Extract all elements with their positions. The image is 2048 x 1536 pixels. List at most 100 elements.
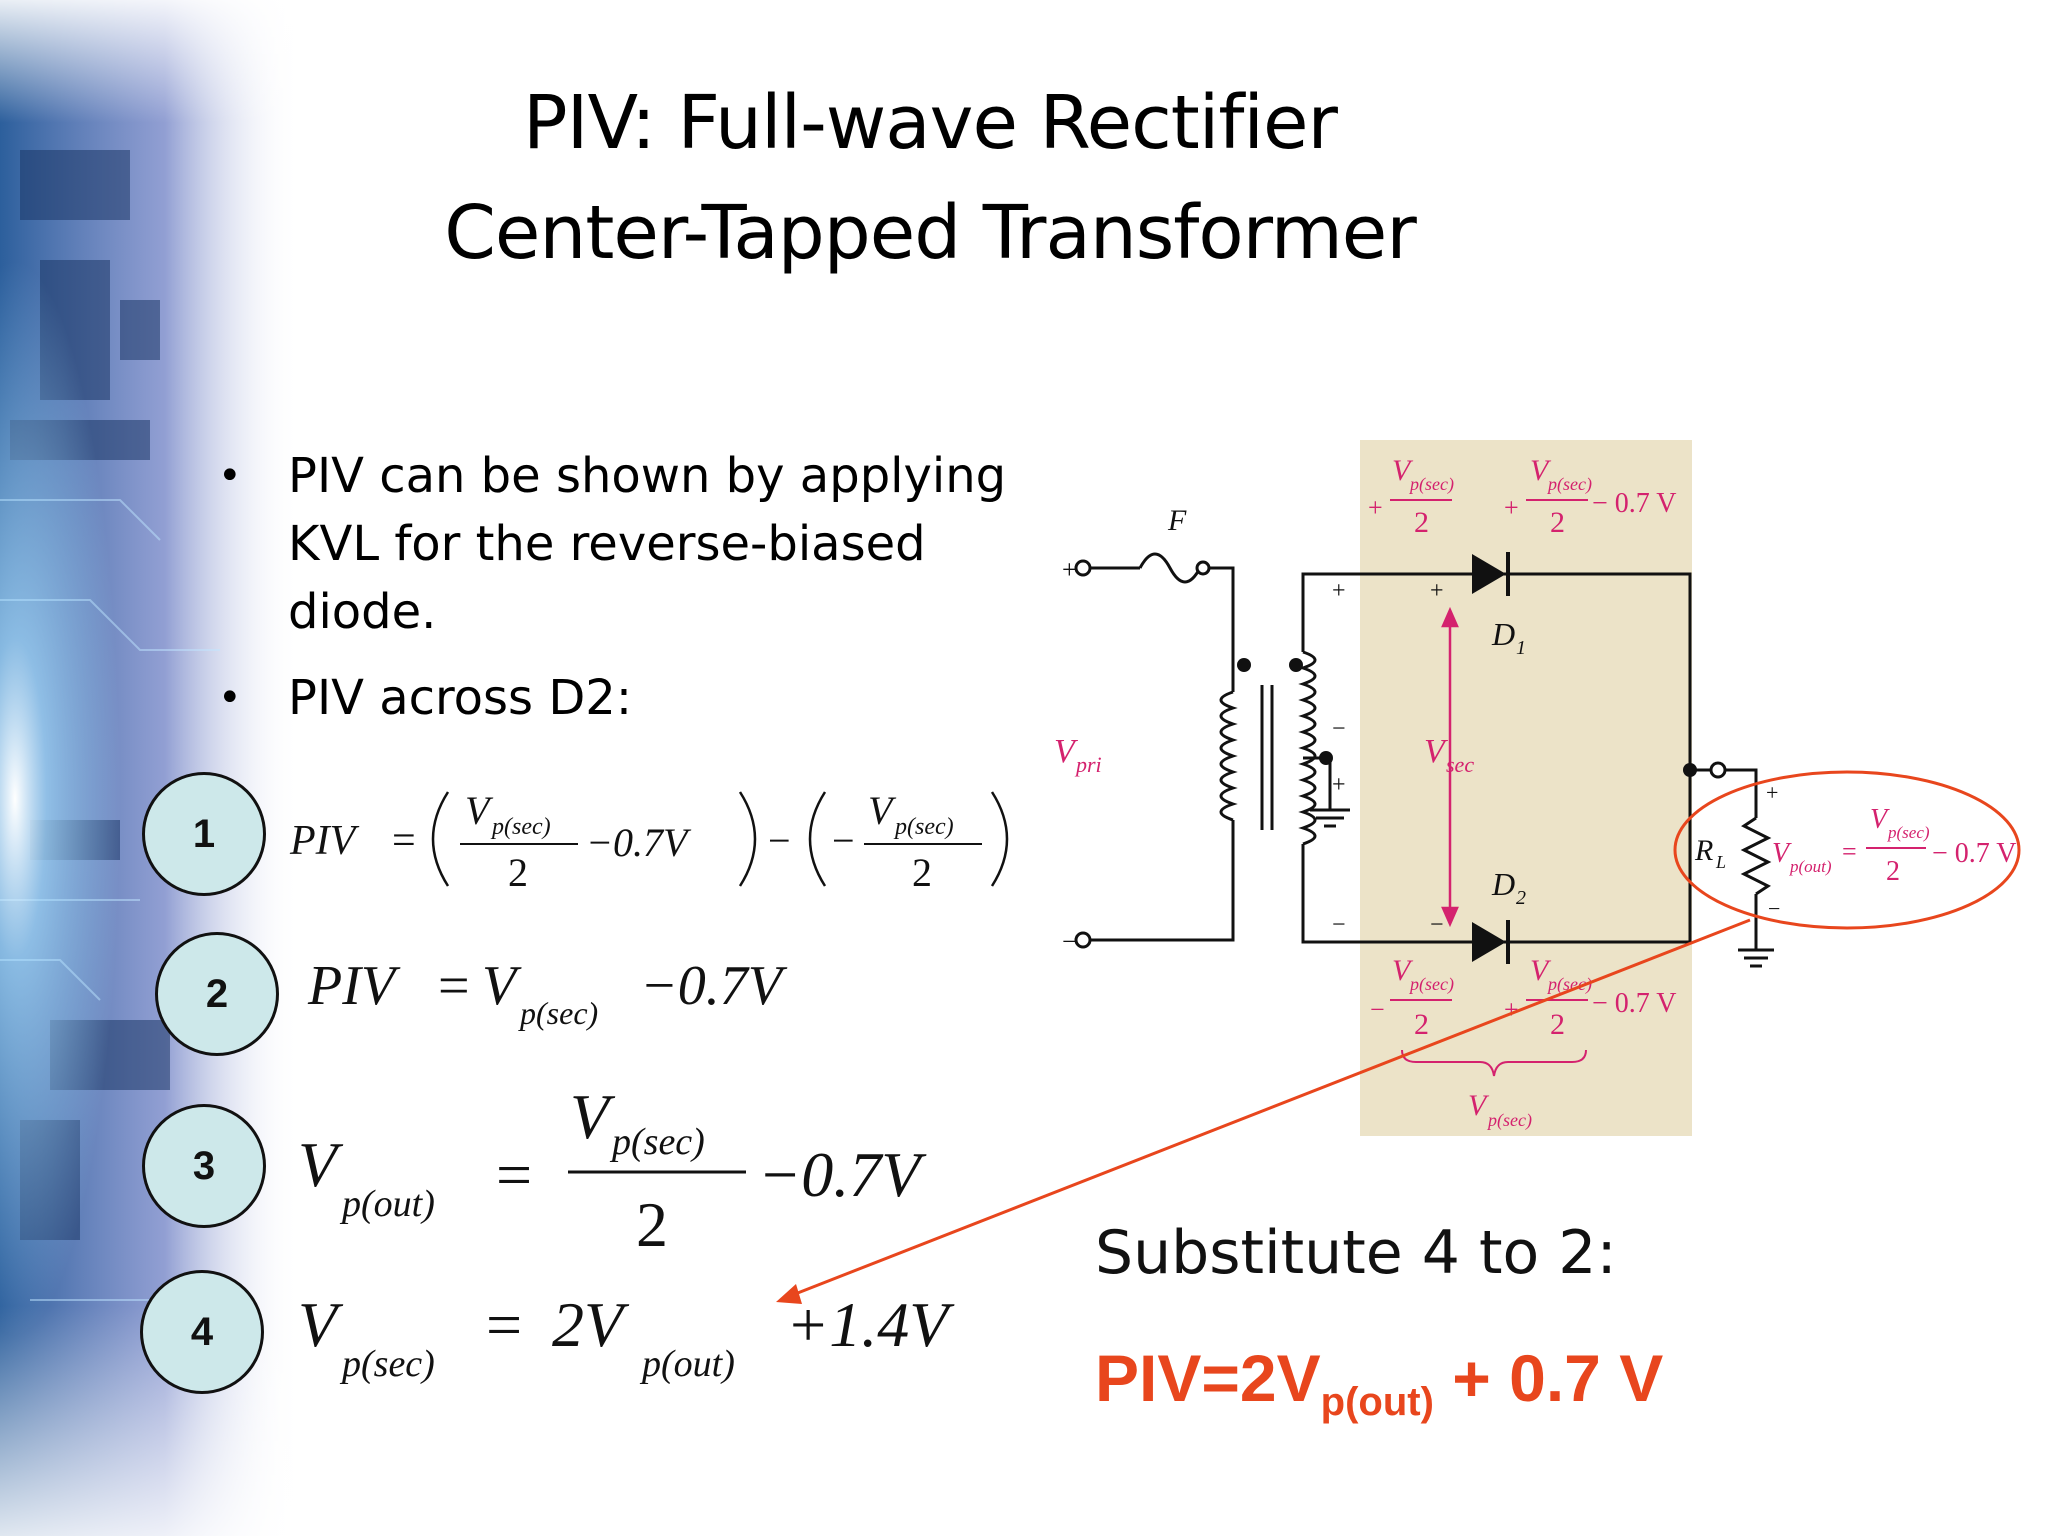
svg-text:p(out): p(out) <box>1789 857 1832 876</box>
eq2-tail: −0.7V <box>640 955 788 1017</box>
d2-minus: − <box>1430 912 1444 938</box>
svg-text:+: + <box>1504 995 1519 1024</box>
svg-text:2: 2 <box>1414 1008 1429 1041</box>
eq4-tail: +1.4V <box>786 1289 955 1360</box>
eq2-v-sub: p(sec) <box>518 995 598 1031</box>
v-out-num: V <box>1870 804 1890 835</box>
equation-badge-4: 4 <box>140 1270 264 1394</box>
d2-label: D <box>1491 866 1515 902</box>
rl-sub: L <box>1715 852 1726 872</box>
eq3-lhs: V <box>298 1129 344 1200</box>
eq1-frac1-den: 2 <box>508 850 528 895</box>
top-left-num: V <box>1392 454 1414 487</box>
secondary-panel-background <box>1360 440 1692 1136</box>
svg-text:p(sec): p(sec) <box>1408 974 1454 995</box>
svg-text:p(sec): p(sec) <box>1546 974 1592 995</box>
bullet-marker: • <box>218 453 242 499</box>
eq3-frac-num-sub: p(sec) <box>609 1121 705 1163</box>
slide-title-line-1: PIV: Full-wave Rectifier <box>523 80 1338 166</box>
load-resistor <box>1740 816 1772 896</box>
sec-bottom-minus: − <box>1332 912 1346 938</box>
bullet-item: • PIV can be shown by applying KVL for t… <box>210 442 1070 646</box>
svg-text:+: + <box>1504 493 1519 522</box>
svg-text:+: + <box>1368 493 1383 522</box>
svg-text:p(sec): p(sec) <box>1546 474 1592 495</box>
v-out-label: V <box>1772 838 1792 869</box>
svg-text:2: 2 <box>1886 856 1900 887</box>
substitute-instruction: Substitute 4 to 2: <box>1095 1218 1617 1288</box>
tap-plus: + <box>1332 772 1346 798</box>
slide-title-line-2: Center-Tapped Transformer <box>444 190 1417 276</box>
top-right-num: V <box>1530 454 1552 487</box>
rl-plus: + <box>1766 780 1778 805</box>
eq4-equals: = <box>486 1289 522 1360</box>
bullet-list: • PIV can be shown by applying KVL for t… <box>210 442 1070 750</box>
eq1-frac1-num-sub: p(sec) <box>490 814 551 840</box>
equation-3: V p(out) = V p(sec) 2 −0.7V <box>298 1086 927 1260</box>
equation-2: PIV = V p(sec) −0.7V <box>307 955 788 1031</box>
svg-text:−: − <box>1370 995 1385 1024</box>
eq4-coef-sub: p(out) <box>639 1343 735 1385</box>
eq2-equals: = <box>438 955 470 1017</box>
result-suffix: + 0.7 V <box>1433 1341 1664 1415</box>
bottom-right-drop: − 0.7 V <box>1592 988 1677 1019</box>
d1-plus: + <box>1430 578 1444 604</box>
equation-4: V p(sec) = 2V p(out) +1.4V <box>298 1289 955 1385</box>
svg-text:2: 2 <box>1550 506 1565 539</box>
svg-text:p(sec): p(sec) <box>1887 823 1930 842</box>
eq2-lhs: PIV <box>307 955 401 1017</box>
v-pri-sub: pri <box>1074 752 1102 777</box>
bullet-marker: • <box>218 675 242 721</box>
bullet-text: PIV can be shown by applying KVL for the… <box>288 448 1007 640</box>
eq1-inner-minus: − <box>832 818 855 863</box>
fuse-label: F <box>1167 504 1187 537</box>
input-minus: − <box>1062 927 1077 956</box>
eq3-frac-num: V <box>570 1086 616 1152</box>
eq1-lhs: PIV <box>289 818 360 864</box>
svg-text:p(sec): p(sec) <box>1486 1110 1532 1131</box>
d1-label: D <box>1491 616 1515 652</box>
fuse-symbol <box>1138 552 1202 584</box>
equation-badge-2: 2 <box>155 932 279 1056</box>
eq1-frac2-num: V <box>868 788 897 833</box>
tap-minus: − <box>1332 716 1346 742</box>
v-sec-sub: sec <box>1446 752 1474 777</box>
circuit-board-artwork <box>0 0 300 1536</box>
bullet-item: • PIV across D2: <box>210 664 1070 732</box>
eq1-equals: = <box>392 818 416 864</box>
rl-minus: − <box>1768 896 1780 921</box>
input-plus: + <box>1062 555 1077 584</box>
equation-badge-1: 1 <box>142 772 266 896</box>
result-equation: PIV=2Vp(out) + 0.7 V <box>1095 1340 1663 1425</box>
eq4-lhs: V <box>298 1289 344 1360</box>
eq1-drop: −0.7V <box>586 820 692 865</box>
sec-top-plus: + <box>1332 578 1346 604</box>
rl-label: R <box>1694 834 1713 867</box>
secondary-winding <box>1298 650 1317 846</box>
eq4-lhs-sub: p(sec) <box>339 1343 435 1385</box>
svg-text:2: 2 <box>1414 506 1429 539</box>
eq3-lhs-sub: p(out) <box>339 1183 435 1225</box>
eq3-frac-den: 2 <box>636 1189 668 1260</box>
d2-sub: 2 <box>1516 887 1526 909</box>
equation-badge-3: 3 <box>142 1104 266 1228</box>
result-subscript: p(out) <box>1320 1380 1434 1424</box>
eq3-tail: −0.7V <box>758 1139 927 1210</box>
bullet-text: PIV across D2: <box>288 670 632 726</box>
top-right-drop: − 0.7 V <box>1592 488 1677 519</box>
eq4-coef: 2V <box>552 1289 630 1360</box>
svg-text:=: = <box>1842 837 1857 866</box>
rectifier-circuit-diagram: F + − D 1 D 2 R L + + − + − − + − V pri … <box>1054 440 2017 1136</box>
eq2-v: V <box>482 955 522 1017</box>
v-out-drop: − 0.7 V <box>1932 838 2017 869</box>
diode-d1 <box>1472 554 1506 594</box>
svg-text:2: 2 <box>1550 1008 1565 1041</box>
d1-sub: 1 <box>1516 637 1526 659</box>
eq1-frac2-den: 2 <box>912 850 932 895</box>
primary-winding <box>1219 690 1238 822</box>
equation-1: PIV = V p(sec) 2 −0.7V − − V p(sec) 2 <box>289 788 1009 895</box>
svg-text:p(sec): p(sec) <box>1408 474 1454 495</box>
eq1-frac2-num-sub: p(sec) <box>893 814 954 840</box>
result-prefix: PIV=2V <box>1095 1341 1321 1415</box>
